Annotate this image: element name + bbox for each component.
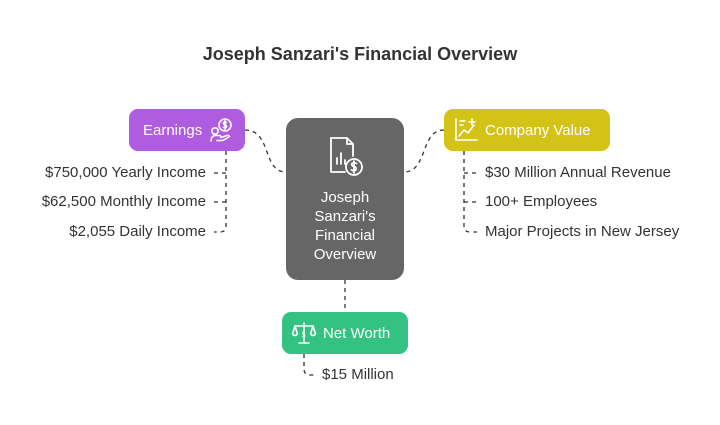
earnings-item-daily: $2,055 Daily Income — [69, 223, 206, 240]
networth-item-value: $15 Million — [322, 366, 394, 383]
earnings-node: Earnings — [129, 109, 245, 151]
connector-company — [403, 129, 445, 173]
company-item-employees: 100+ Employees — [485, 193, 598, 210]
networth-label: Net Worth — [323, 324, 391, 342]
company-node: Company Value — [444, 109, 610, 151]
company-label: Company Value — [485, 121, 591, 139]
networth-list-connector — [303, 354, 316, 376]
company-list-connector — [463, 151, 477, 233]
company-item-revenue: $30 Million Annual Revenue — [485, 164, 671, 181]
earnings-list-connector — [214, 151, 227, 233]
earnings-label: Earnings — [143, 121, 203, 139]
svg-text:$: $ — [302, 332, 306, 339]
chart-growth-icon — [455, 118, 478, 141]
company-item-projects: Major Projects in New Jersey — [485, 223, 680, 240]
coins-hand-icon — [210, 118, 233, 142]
center-label: Joseph Sanzari's Financial Overview — [313, 189, 377, 263]
diagram-title: Joseph Sanzari's Financial Overview — [202, 44, 518, 64]
scales-icon: $ — [291, 322, 317, 344]
earnings-item-yearly: $750,000 Yearly Income — [45, 164, 206, 181]
center-node: Joseph Sanzari's Financial Overview — [286, 118, 404, 280]
document-chart-dollar-icon — [330, 137, 363, 176]
networth-node: $ Net Worth — [282, 312, 408, 354]
connector-earnings — [244, 129, 287, 173]
earnings-item-monthly: $62,500 Monthly Income — [41, 193, 206, 210]
